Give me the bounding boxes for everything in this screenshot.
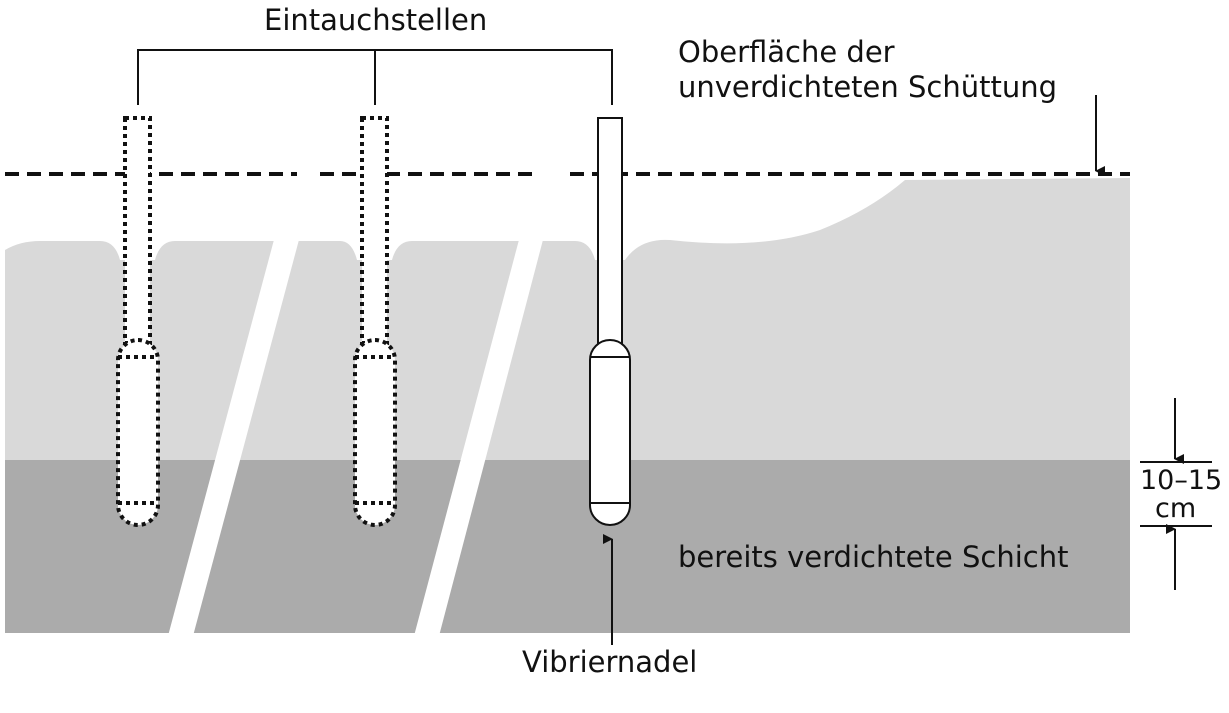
section-break — [414, 236, 544, 636]
section-break — [168, 236, 300, 636]
depth-dimension — [1140, 398, 1212, 590]
vibrator-needle — [589, 117, 631, 526]
loose-fill-layer — [5, 178, 1130, 460]
previous-insertion-1 — [116, 116, 160, 527]
depth-unit: cm — [1155, 493, 1197, 524]
previous-insertion-2 — [353, 116, 397, 527]
insertion-points-label: Eintauchstellen — [264, 3, 488, 37]
depth-value: 10–15 — [1140, 465, 1223, 496]
compacted-layer-label: bereits verdichtete Schicht — [678, 540, 1069, 574]
surface-label-line1: Oberfläche der — [678, 35, 895, 69]
insertion-bracket — [137, 49, 613, 105]
vibrator-label: Vibriernadel — [522, 645, 698, 679]
surface-label-line2: unverdichteten Schüttung — [678, 70, 1058, 104]
